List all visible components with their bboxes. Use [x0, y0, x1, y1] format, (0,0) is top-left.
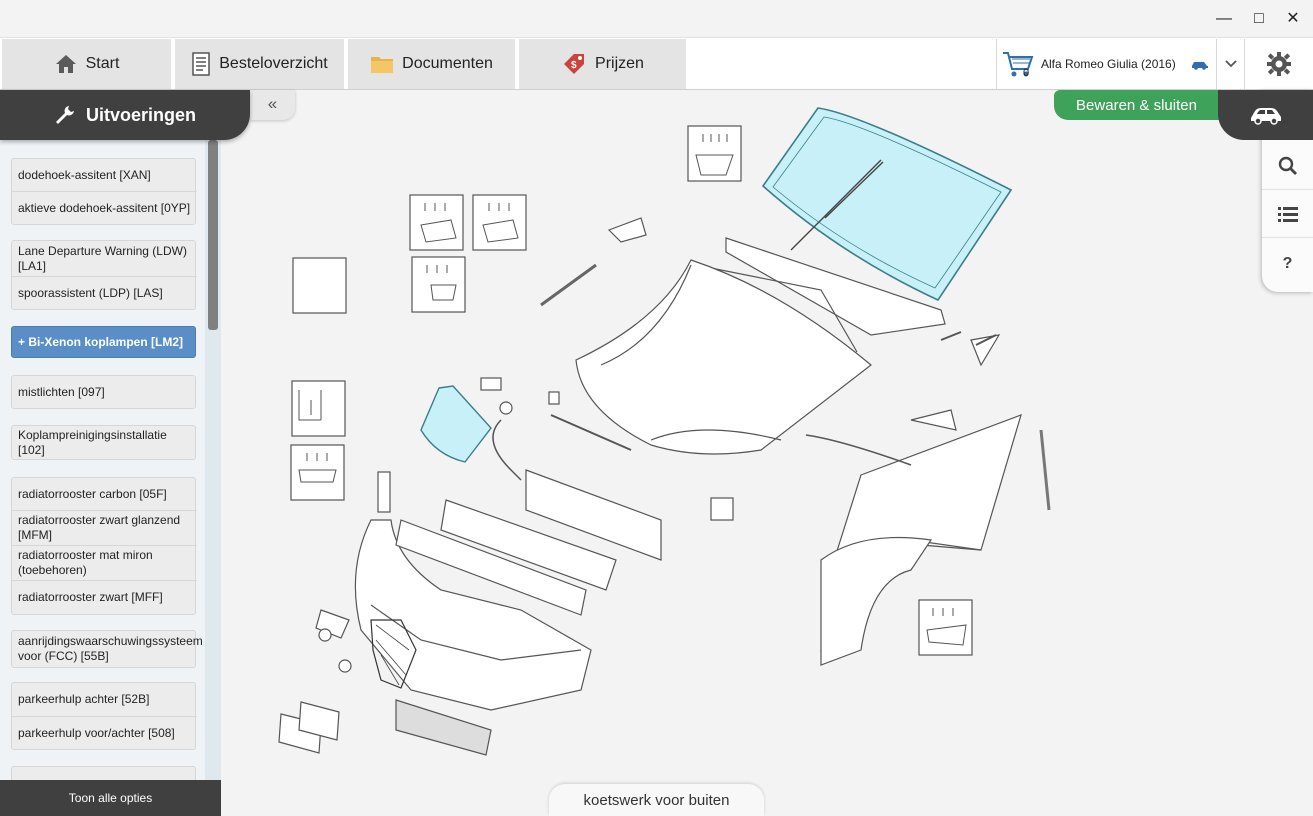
folder-icon	[371, 57, 394, 73]
grille-part	[370, 619, 417, 689]
option-item[interactable]: parkeerhulp achter [52B]	[18, 692, 150, 706]
option-group-headlamp-cleaning: Koplampreinigingsinstallatie [102]	[11, 425, 196, 460]
tab-start-label: Start	[85, 55, 120, 72]
list-icon	[1277, 206, 1298, 222]
option-item[interactable]: parkeerhulp voor/achter [508]	[12, 716, 197, 750]
list-view-button[interactable]	[1262, 190, 1313, 238]
search-button[interactable]	[1262, 142, 1313, 190]
minimize-button[interactable]: —	[1216, 10, 1232, 27]
tab-besteloverzicht[interactable]: Besteloverzicht	[175, 39, 346, 89]
order-list-icon	[192, 52, 210, 76]
hinge-part	[607, 217, 647, 243]
help-button[interactable]: ?	[1262, 240, 1313, 288]
hood-strut-part	[540, 263, 597, 307]
option-item[interactable]: radiatorrooster carbon [05F]	[18, 486, 167, 501]
cart-icon	[1003, 52, 1034, 77]
option-item[interactable]: radiatorrooster mat miron (toebehoren)	[12, 545, 197, 580]
option-item[interactable]: Lane Departure Warning (LDW) [LA1]	[18, 243, 187, 273]
gear-icon	[1267, 52, 1291, 76]
option-item-selected[interactable]: + Bi-Xenon koplampen [LM2]	[18, 334, 184, 349]
show-all-options-button[interactable]: Toon alle opties	[0, 780, 221, 816]
cart-count: 0	[1023, 67, 1030, 79]
option-item[interactable]: radiatorrooster zwart [MFF]	[12, 580, 197, 614]
hood-part	[575, 259, 872, 455]
wrench-icon	[55, 106, 74, 124]
option-item[interactable]: radiatorrooster zwart glanzend [MFM]	[12, 510, 197, 545]
option-group-radiator-grille: radiatorrooster carbon [05F] radiatorroo…	[11, 477, 197, 615]
option-item[interactable]: dodehoek-assitent [XAN]	[18, 167, 151, 182]
vehicle-selector[interactable]: 0 Alfa Romeo Giulia (2016)	[996, 39, 1216, 89]
view-name-label[interactable]: koetswerk voor buiten	[549, 784, 764, 816]
option-item[interactable]: spoorassistent (LDP) [LAS]	[12, 276, 197, 310]
sidebar-scrollbar[interactable]	[208, 140, 218, 330]
car-icon	[1250, 108, 1281, 125]
tab-prijzen-label: Prijzen	[595, 55, 644, 72]
tab-besteloverzicht-label: Besteloverzicht	[219, 55, 328, 72]
option-group-lane-assist: Lane Departure Warning (LDW) [LA1] spoor…	[11, 240, 197, 310]
sidebar-header: Uitvoeringen	[0, 90, 250, 140]
svg-text:$: $	[571, 60, 577, 71]
option-item[interactable]: Koplampreinigingsinstallatie [102]	[18, 427, 167, 457]
headlight-part	[420, 385, 492, 463]
option-item[interactable]: aanrijdingswaarschuwingssysteem voor (FC…	[18, 634, 203, 663]
option-group-xenon: + Bi-Xenon koplampen [LM2]	[11, 326, 196, 358]
cowl-part	[725, 237, 946, 336]
option-group-collision-warning: aanrijdingswaarschuwingssysteem voor (FC…	[11, 630, 203, 668]
vehicle-view-button[interactable]	[1218, 90, 1313, 140]
option-item[interactable]: mistlichten [097]	[18, 384, 105, 399]
option-group-parking: parkeerhulp achter [52B] parkeerhulp voo…	[11, 682, 197, 750]
option-group-blind-spot: dodehoek-assitent [XAN] aktieve dodehoek…	[11, 158, 197, 225]
options-list[interactable]: dodehoek-assitent [XAN] aktieve dodehoek…	[0, 140, 205, 796]
home-icon	[55, 55, 76, 73]
sidebar-title: Uitvoeringen	[85, 104, 196, 125]
settings-button[interactable]	[1244, 39, 1313, 89]
vehicle-label: Alfa Romeo Giulia (2016)	[1041, 57, 1176, 71]
bumper-beam-part	[525, 469, 662, 561]
car-icon	[1191, 62, 1208, 70]
chevron-down-icon	[1224, 60, 1237, 68]
price-tag-icon: $	[564, 54, 585, 74]
wiper-part	[790, 159, 884, 251]
search-icon	[1278, 156, 1297, 175]
title-bar: — □ ✕	[0, 0, 1313, 38]
tab-prijzen[interactable]: $ Prijzen	[519, 39, 688, 89]
tab-bar: Start Besteloverzicht Documenten $	[0, 38, 1313, 90]
windshield-part	[761, 107, 1013, 302]
maximize-button[interactable]: □	[1254, 10, 1264, 27]
lower-grille-part	[395, 699, 492, 756]
close-button[interactable]: ✕	[1286, 10, 1300, 27]
wheel-liner-part	[820, 536, 933, 666]
tab-start[interactable]: Start	[2, 39, 173, 89]
tab-documenten[interactable]: Documenten	[348, 39, 517, 89]
save-and-close-button[interactable]: Bewaren & sluiten	[1054, 90, 1219, 120]
tab-documenten-label: Documenten	[402, 55, 493, 72]
vehicle-dropdown-button[interactable]	[1216, 39, 1244, 89]
sidebar: dodehoek-assitent [XAN] aktieve dodehoek…	[0, 140, 221, 816]
exploded-parts-diagram	[278, 107, 1051, 756]
option-item[interactable]: aktieve dodehoek-assitent [0YP]	[12, 191, 197, 225]
option-group-fog-lights: mistlichten [097]	[11, 375, 196, 409]
help-icon: ?	[1282, 255, 1293, 272]
collapse-sidebar-button[interactable]: «	[250, 90, 295, 120]
